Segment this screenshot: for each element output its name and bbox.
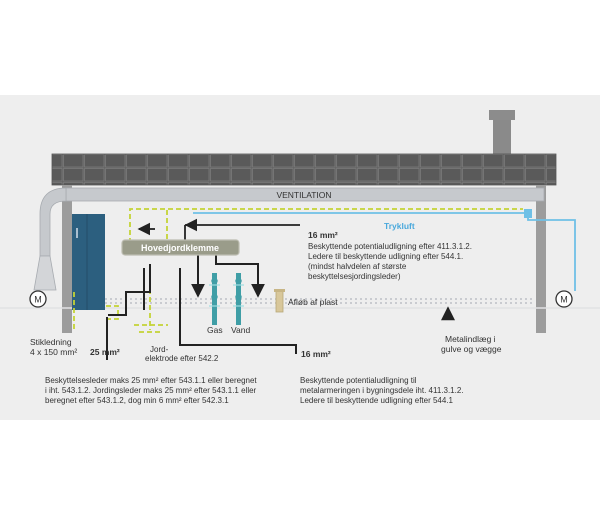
roof (51, 153, 557, 186)
service-cable-label-1: Stikledning (30, 337, 72, 347)
note-top-right-line: Beskyttende potentialudligning efter 411… (308, 242, 472, 251)
note-top-right-line: beskyttelsesjordingsleder) (308, 272, 401, 281)
motor-right-label: M (560, 295, 568, 305)
earth-electrode-label-1: Jord- (150, 345, 169, 354)
note-top-right: 16 mm² Beskyttende potentialudligning ef… (308, 230, 472, 281)
gas-label: Gas (207, 325, 223, 335)
left-wall (62, 185, 72, 333)
note-top-right-line: Ledere til beskyttende udligning efter 5… (308, 252, 463, 261)
gas-pipe (209, 273, 220, 325)
note-bottom-left-line: i iht. 543.1.2. Jordingsleder maks 25 mm… (45, 386, 257, 395)
water-pipe (233, 273, 244, 325)
motor-right: M (555, 290, 573, 308)
note-top-right-title: 16 mm² (308, 230, 338, 240)
earth-electrode-label-2: elektrode efter 542.2 (145, 354, 219, 363)
note-bottom-right-line: Beskyttende potentialudligning til (300, 376, 417, 385)
ground-conductors (73, 208, 523, 333)
main-earthing-terminal: Hovedjordklemme (121, 239, 240, 256)
ventilation-label: VENTILATION (276, 190, 331, 200)
size-25-label: 25 mm² (90, 347, 120, 357)
size-16-bottom-label: 16 mm² (301, 349, 331, 359)
trykluft-line: Trykluft (193, 209, 576, 291)
metal-inserts-label-1: Metalindlæg i (445, 334, 496, 344)
motor-left: M (29, 290, 47, 308)
drain-label: Afløb af plast (288, 297, 338, 307)
note-bottom-left-line: beregnet efter 543.1.2, dog min 6 mm² ef… (45, 396, 229, 405)
note-bottom-right-line: Ledere til beskyttende udligning efter 5… (300, 396, 454, 405)
bonding-conductors (106, 255, 455, 360)
chimney (489, 110, 515, 155)
ventilation-duct: VENTILATION (33, 187, 545, 291)
note-bottom-right: Beskyttende potentialudligning til metal… (300, 376, 464, 405)
metal-inserts-label-2: gulve og vægge (441, 344, 502, 354)
note-bottom-left-line: Beskyttelsesleder maks 25 mm² efter 543.… (45, 376, 257, 385)
trykluft-label: Trykluft (384, 221, 415, 231)
motor-left-label: M (34, 295, 42, 305)
right-wall (536, 185, 546, 333)
note-bottom-right-line: metalarmeringen i bygningsdele iht. 411.… (300, 386, 464, 395)
note-top-right-line: (mindst halvdelen af største (308, 262, 407, 271)
plastic-drain (274, 289, 285, 313)
main-earthing-terminal-label: Hovedjordklemme (141, 243, 219, 253)
electrical-cabinet (72, 214, 105, 310)
service-cable-label-2: 4 x 150 mm² (30, 347, 77, 357)
water-label: Vand (231, 325, 250, 335)
note-bottom-left: Beskyttelsesleder maks 25 mm² efter 543.… (45, 376, 257, 405)
